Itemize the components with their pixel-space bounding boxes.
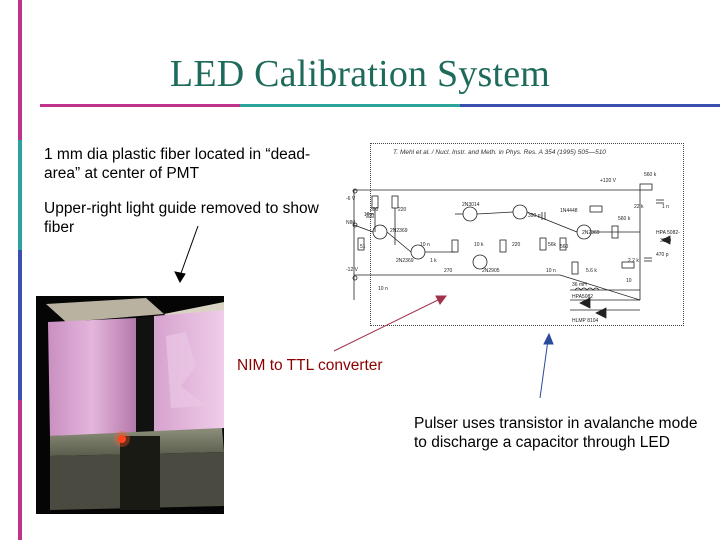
svg-text:10 n: 10 n <box>378 286 388 292</box>
svg-text:51: 51 <box>360 244 366 250</box>
svg-text:3630: 3630 <box>660 238 671 244</box>
pulser-circuit-schematic <box>370 143 684 326</box>
svg-text:+120 V: +120 V <box>600 178 617 184</box>
arrow-nim-to-ttl <box>333 295 447 352</box>
pmt-light-guide-photo <box>36 296 224 514</box>
svg-text:2N2369: 2N2369 <box>396 258 414 264</box>
svg-text:2.2 k: 2.2 k <box>628 258 639 264</box>
svg-text:-12 V: -12 V <box>346 267 359 273</box>
title-underline <box>40 104 720 107</box>
svg-text:2N2369: 2N2369 <box>390 228 408 234</box>
svg-text:390 p: 390 p <box>528 213 541 219</box>
svg-text:560: 560 <box>560 244 569 250</box>
photo-illustration <box>36 296 224 514</box>
svg-text:5.6 k: 5.6 k <box>586 268 597 274</box>
svg-text:2N2369: 2N2369 <box>582 230 600 236</box>
svg-text:NIM: NIM <box>346 220 355 226</box>
fiber-description: 1 mm dia plastic fiber located in “dead-… <box>44 146 311 182</box>
slide-title: LED Calibration System <box>169 53 551 95</box>
schematic-citation: T. Mehl et al. / Nucl. Instr. and Meth. … <box>393 149 606 156</box>
svg-text:10 n: 10 n <box>420 242 430 248</box>
svg-text:HLMP 8104: HLMP 8104 <box>572 318 599 324</box>
svg-text:-6 V: -6 V <box>346 196 356 202</box>
schematic-labels: -6 V +120 V -12 V NIM 390 220 51 270 220… <box>346 172 680 324</box>
svg-text:270: 270 <box>444 268 453 274</box>
nim-to-ttl-label: NIM to TTL converter <box>237 357 383 374</box>
svg-text:36 mH: 36 mH <box>572 282 587 288</box>
pulser-description: Pulser uses transistor in avalanche mode… <box>414 415 698 451</box>
svg-text:22 k: 22 k <box>634 204 644 210</box>
svg-text:10 n: 10 n <box>364 212 374 218</box>
arrow-to-fiber <box>174 225 199 284</box>
svg-text:1 k: 1 k <box>430 258 437 264</box>
svg-text:10: 10 <box>626 278 632 284</box>
svg-text:560 k: 560 k <box>644 172 657 178</box>
svg-text:560 k: 560 k <box>618 216 631 222</box>
schematic-wiring <box>352 183 671 319</box>
svg-text:10 n: 10 n <box>546 268 556 274</box>
svg-text:390: 390 <box>370 207 379 213</box>
arrow-pulser <box>539 332 554 399</box>
svg-text:HPA 5082-: HPA 5082- <box>656 230 680 236</box>
decorative-left-bar <box>18 0 22 540</box>
light-guide-description: Upper-right light guide removed to show … <box>44 200 319 236</box>
svg-text:10 k: 10 k <box>474 242 484 248</box>
svg-text:2N2905: 2N2905 <box>482 268 500 274</box>
svg-text:220: 220 <box>398 207 407 213</box>
svg-text:1 n: 1 n <box>662 204 669 210</box>
svg-text:HPA5082: HPA5082 <box>572 294 593 300</box>
svg-text:2N3014: 2N3014 <box>462 202 480 208</box>
svg-text:56k: 56k <box>548 242 557 248</box>
svg-text:1N4448: 1N4448 <box>560 208 578 214</box>
svg-text:220: 220 <box>512 242 521 248</box>
svg-text:470 p: 470 p <box>656 252 669 258</box>
